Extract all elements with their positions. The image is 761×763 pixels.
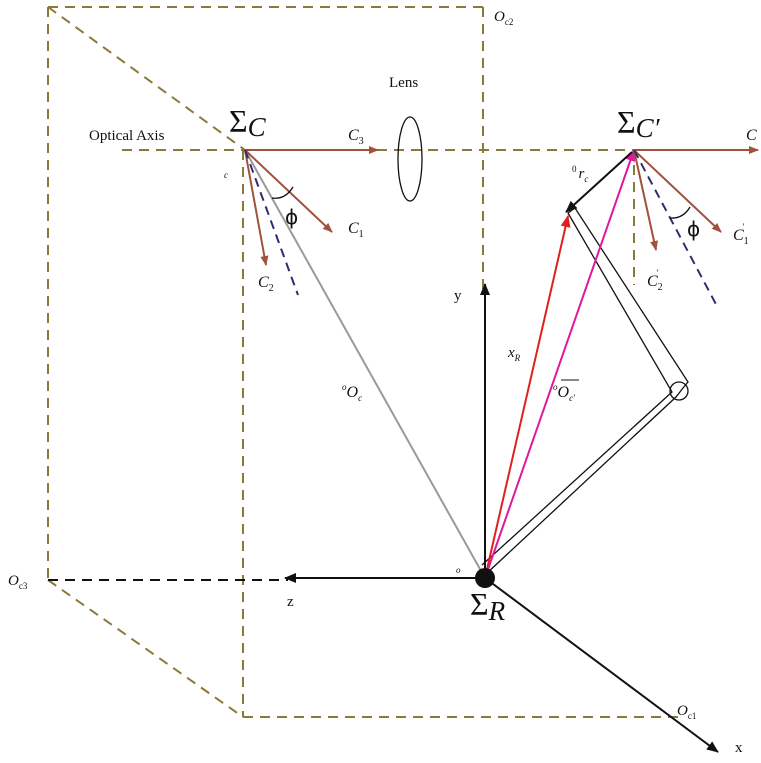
sigma-r-label: ΣR bbox=[470, 586, 506, 626]
robot-arm-outline bbox=[481, 207, 689, 575]
c3-label: C3 bbox=[348, 127, 364, 147]
frame-diagonal-bottom bbox=[47, 579, 244, 718]
c1-arrow bbox=[244, 149, 333, 233]
c1-prime-arrow bbox=[633, 149, 722, 233]
oc2-label: Oc2 bbox=[494, 9, 513, 27]
y-axis-label: y bbox=[454, 288, 462, 304]
magenta-vector-oc-prime bbox=[484, 149, 636, 579]
oc-label: oOc bbox=[342, 382, 362, 403]
c1-label: C1 bbox=[348, 220, 364, 240]
origin-marker-icon bbox=[475, 568, 495, 588]
left-phi-arc bbox=[271, 186, 294, 199]
z-axis-label: z bbox=[287, 594, 294, 610]
right-camera-axes bbox=[633, 146, 759, 251]
right-phi-arc bbox=[669, 206, 691, 219]
oc-prime-label: oOc' bbox=[553, 382, 576, 403]
x-r-label: xR bbox=[507, 345, 521, 363]
lens-icon bbox=[397, 116, 423, 202]
left-camera-axes bbox=[244, 146, 379, 266]
phi-right-label: ϕ bbox=[687, 217, 700, 241]
oc1-label: Oc1 bbox=[677, 703, 696, 721]
lens-label: Lens bbox=[389, 75, 418, 91]
c-right-label: C bbox=[746, 127, 757, 144]
x-axis-label: x bbox=[735, 740, 743, 756]
left-view-dashed bbox=[244, 149, 299, 296]
optical-axis-label: Optical Axis bbox=[89, 128, 165, 144]
dashed-frame bbox=[47, 6, 683, 718]
sigma-c-prime-label: ΣC′ bbox=[617, 104, 661, 143]
red-vector-xr bbox=[484, 215, 571, 579]
x-axis-arrow bbox=[484, 577, 719, 753]
origin-o-label: o bbox=[456, 565, 461, 575]
small-c-label: c bbox=[224, 170, 228, 180]
c2-prime-arrow bbox=[633, 149, 658, 251]
oc3-label: Oc3 bbox=[8, 573, 28, 591]
black-vector-rc bbox=[565, 151, 633, 213]
c1-prime-label: C1' bbox=[733, 222, 749, 247]
c2-prime-label: C2' bbox=[647, 268, 663, 293]
phi-left-label: ϕ bbox=[285, 205, 298, 229]
c2-arrow bbox=[244, 149, 269, 266]
c2-label: C2 bbox=[258, 274, 274, 294]
frame-diagonal-top bbox=[47, 6, 246, 151]
gray-vector-oc bbox=[244, 149, 486, 579]
sigma-c-label: ΣC bbox=[229, 103, 267, 142]
